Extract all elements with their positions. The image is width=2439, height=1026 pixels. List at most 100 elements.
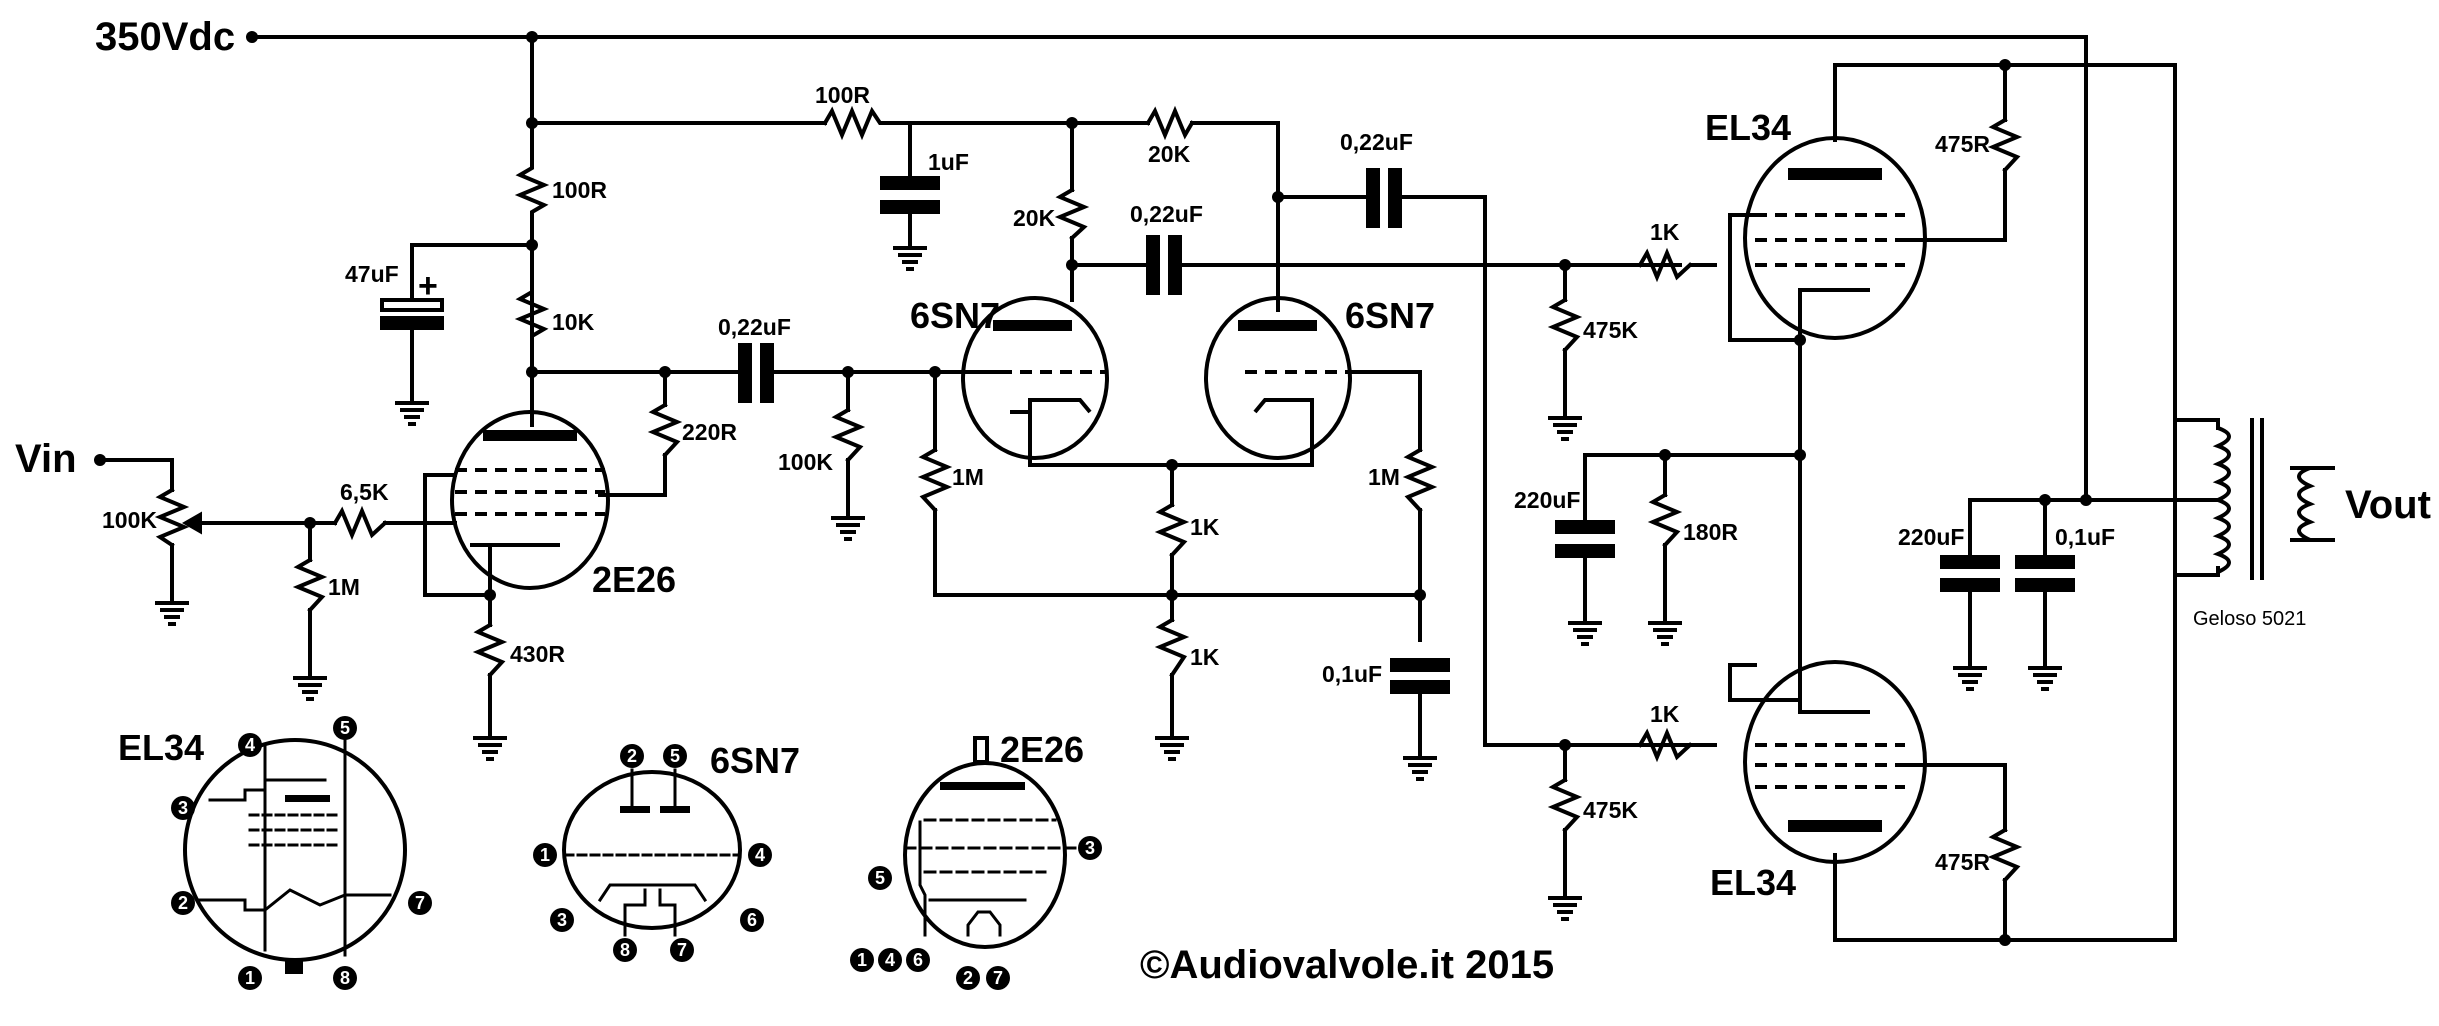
wires [98, 35, 2312, 942]
grounds [153, 228, 2064, 921]
capacitor-220uf-supply [1940, 555, 2000, 592]
resistor-1k-grid-bot [1637, 727, 1693, 763]
input-label: Vin [15, 437, 77, 481]
svg-text:7: 7 [677, 940, 687, 960]
capacitor-022uf-top [1366, 168, 1402, 228]
resistor-475r-top [1987, 117, 2023, 173]
resistor-100r-supply [514, 158, 550, 247]
label-1m-in: 1M [328, 574, 360, 600]
output-transformer [2212, 418, 2335, 580]
resistor-475k-bot [1547, 777, 1583, 833]
tube-6sn7-right [1204, 296, 1352, 460]
label-6k5: 6,5K [340, 479, 389, 505]
svg-text:6: 6 [913, 950, 923, 970]
pinout-6sn7-title: 6SN7 [710, 740, 800, 781]
svg-text:4: 4 [245, 735, 255, 755]
label-180r: 180R [1683, 519, 1738, 545]
capacitor-022uf-in [738, 343, 774, 403]
resistor-1m-grid-right [1402, 447, 1438, 513]
pinout-6sn7: 6SN7 2 5 1 4 3 6 8 7 [533, 740, 800, 962]
label-1k-tail2: 1K [1190, 644, 1220, 670]
svg-text:1: 1 [245, 968, 255, 988]
capacitor-01uf-tail [1390, 658, 1450, 694]
label-220r: 220R [682, 419, 737, 445]
label-100r-top: 100R [815, 82, 870, 108]
svg-text:3: 3 [1085, 838, 1095, 858]
output-label: Vout [2345, 483, 2431, 527]
resistor-1k-tail [1154, 502, 1190, 558]
tube-el34-top [1743, 136, 1927, 340]
label-1m-grid-left: 1M [952, 464, 984, 490]
svg-text:3: 3 [557, 910, 567, 930]
resistor-1k-tail2 [1154, 617, 1190, 678]
tube-2e26 [450, 410, 610, 590]
svg-text:8: 8 [340, 968, 350, 988]
tube-label-el34-bottom: EL34 [1710, 862, 1796, 903]
label-pot-100k: 100K [102, 507, 157, 533]
label-022uf-in: 0,22uF [718, 314, 791, 340]
resistor-1m-grid-left [917, 447, 953, 513]
label-475k-top: 475K [1583, 317, 1638, 343]
resistor-430r [472, 622, 508, 678]
label-1m-grid-right: 1M [1368, 464, 1400, 490]
svg-text:6: 6 [747, 910, 757, 930]
resistor-220r [647, 402, 683, 458]
svg-text:5: 5 [340, 718, 350, 738]
label-220uf-supply: 220uF [1898, 524, 1964, 550]
svg-text:2: 2 [178, 893, 188, 913]
tube-label-6sn7-right: 6SN7 [1345, 295, 1435, 336]
resistor-20k-plate [1054, 187, 1090, 241]
label-20k-feedback: 20K [1148, 141, 1191, 167]
resistor-100r-top [822, 105, 912, 141]
capacitor-1uf [880, 176, 940, 214]
label-475r-top: 475R [1935, 131, 1990, 157]
pinout-el34: EL34 4 5 3 2 7 1 8 [118, 716, 432, 990]
label-022uf-mid: 0,22uF [1130, 201, 1203, 227]
tube-label-el34-top: EL34 [1705, 107, 1791, 148]
capacitor-220uf-cathode [1555, 520, 1615, 558]
label-1uf: 1uF [928, 149, 969, 175]
svg-text:5: 5 [670, 746, 680, 766]
label-100k-grid: 100K [778, 449, 833, 475]
labels: 350Vdc Vin Vout Geloso 5021 ©Audiovalvol… [15, 15, 2431, 987]
potentiometer-100k [154, 487, 212, 548]
label-1k-grid-bot: 1K [1650, 701, 1680, 727]
supply-label: 350Vdc [95, 15, 235, 59]
tube-label-2e26: 2E26 [592, 559, 676, 600]
svg-text:7: 7 [415, 893, 425, 913]
svg-text:1: 1 [540, 845, 550, 865]
label-47uf: 47uF [345, 261, 399, 287]
label-220uf-cathode: 220uF [1514, 487, 1580, 513]
svg-text:2: 2 [963, 968, 973, 988]
svg-text:2: 2 [627, 746, 637, 766]
resistor-475k-top [1547, 297, 1583, 353]
resistors [292, 105, 2023, 883]
tube-6sn7-left [961, 296, 1109, 460]
pinout-2e26: 2E26 5 3 1 4 6 2 7 [850, 729, 1102, 990]
resistor-1m-input [292, 557, 328, 613]
label-430r: 430R [510, 641, 565, 667]
svg-text:4: 4 [885, 950, 895, 970]
pinout-el34-title: EL34 [118, 727, 204, 768]
resistor-1k-grid-top [1637, 247, 1693, 283]
label-475r-bot: 475R [1935, 849, 1990, 875]
label-10k: 10K [552, 309, 595, 335]
junction-dots [94, 31, 2092, 946]
capacitor-022uf-mid [1146, 235, 1182, 295]
resistor-475r-bot [1987, 827, 2023, 883]
capacitors [380, 168, 2075, 694]
transformer-label: Geloso 5021 [2193, 608, 2306, 630]
tube-label-6sn7-left: 6SN7 [910, 295, 1000, 336]
label-47uf-plus: + [418, 267, 438, 305]
resistor-180r [1647, 492, 1683, 548]
label-01uf-supply: 0,1uF [2055, 524, 2115, 550]
svg-text:5: 5 [875, 868, 885, 888]
resistor-6k5 [332, 505, 388, 541]
resistor-10k [514, 243, 550, 374]
pinout-2e26-title: 2E26 [1000, 729, 1084, 770]
svg-text:1: 1 [857, 950, 867, 970]
resistor-20k-feedback [1145, 105, 1195, 141]
label-01uf-tail: 0,1uF [1322, 661, 1382, 687]
svg-text:3: 3 [178, 798, 188, 818]
